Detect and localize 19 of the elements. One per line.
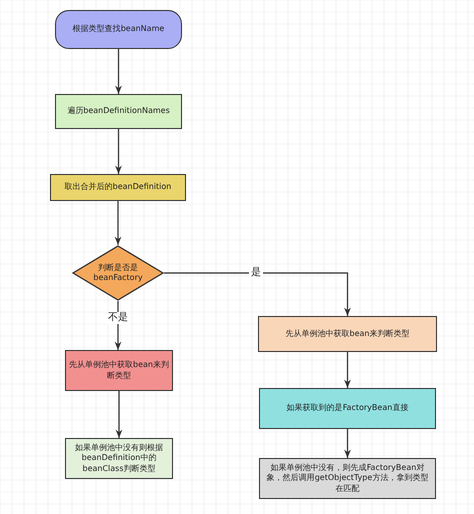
process-box: 如果单例池中没有，则先成FactoryBean对象，然后调用getObjectType方法，拿到类型在匹配 (259, 458, 436, 499)
process-box: 遍历beanDefinitionNames (55, 94, 182, 129)
arrow (344, 429, 351, 458)
arrow (344, 352, 351, 388)
arrow (116, 391, 122, 438)
arrow (164, 272, 351, 316)
arrow (115, 49, 122, 94)
process-box: 先从单例池中获取bean来判断类型 (258, 316, 437, 352)
arrow (114, 301, 122, 350)
start-pill: 根据类型查找beanName (55, 10, 182, 49)
process-box: 如果获取到的是FactoryBean直接 (259, 388, 436, 429)
process-box: 先从单例池中获取bean来判断类型 (65, 350, 173, 391)
decision-diamond: 判断是否是beanFactory (72, 245, 164, 301)
edge-label: 不是 (106, 312, 130, 324)
arrow (115, 129, 122, 174)
arrow (114, 201, 122, 245)
process-box: 取出合并后的beanDefinition (50, 174, 186, 201)
process-box: 如果单例池中没有则根据beanDefinition中的beanClass判断类型 (65, 438, 173, 479)
edge-label: 是 (248, 267, 263, 279)
